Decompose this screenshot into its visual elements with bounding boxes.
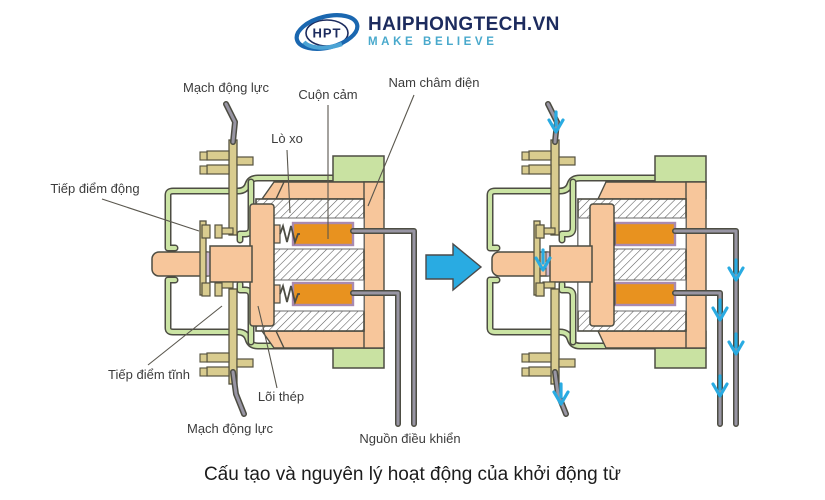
armature-plate: [589, 203, 615, 327]
armature-plate: [249, 203, 275, 327]
terminal-bar: [558, 156, 576, 166]
moving-contact-pad-top: [201, 224, 211, 239]
power-wire-top: [224, 102, 237, 144]
terminal-bolt-head: [521, 367, 530, 377]
hpt-logo-icon: HPT: [294, 13, 360, 51]
leader-lines: [101, 94, 415, 389]
control-wire-inner: [351, 291, 400, 426]
spring-bottom: [279, 282, 300, 306]
static-hook-bottom: [220, 281, 234, 289]
terminal-bolt-head: [521, 353, 530, 363]
magnet-green-block-bottom: [654, 347, 707, 369]
control-wire-outer: [351, 229, 416, 426]
label-cuon-cam: Cuộn cảm: [298, 87, 358, 102]
label-mach-dong-luc-bottom: Mạch động lực: [186, 421, 274, 436]
flow-arrow-icon: [727, 266, 745, 282]
static-contact-strip-top: [228, 139, 238, 236]
coil-top: [613, 221, 677, 247]
power-wire-bottom: [231, 370, 246, 416]
terminal-bolt: [528, 366, 552, 377]
flow-arrow-icon: [534, 256, 552, 272]
label-lo-xo: Lò xo: [271, 131, 303, 146]
spring-seat-top: [273, 224, 281, 244]
static-contact-strip-top: [550, 139, 560, 236]
flow-arrow-icon: [711, 306, 729, 322]
flow-arrow-icon: [711, 382, 729, 398]
static-hook-top: [220, 227, 234, 235]
magnet-frame-right-bar: [685, 181, 707, 349]
terminal-bolt: [528, 352, 552, 363]
logo-monogram: HPT: [313, 26, 342, 41]
magnet-green-block-top: [654, 155, 707, 183]
shaft-boss: [209, 245, 253, 283]
site-logo[interactable]: HPT HAIPHONGTECH.VN MAKE BELIEVE: [294, 6, 560, 58]
label-nguon-dieu-khien: Nguồn điều khiển: [359, 431, 461, 446]
terminal-bar: [236, 358, 254, 368]
casing-top-right-wall: [560, 180, 575, 242]
shaft-boss: [549, 245, 593, 283]
leader-tiep-diem-dong: [101, 198, 200, 232]
magnet-green-block-bottom: [332, 347, 385, 369]
spring-top: [279, 222, 300, 246]
static-contact-pad-bottom: [214, 282, 223, 297]
contactor-right-diagram: [486, 101, 745, 427]
moving-contact-pad-top: [535, 224, 545, 239]
brand-tagline: MAKE BELIEVE: [368, 36, 498, 48]
flow-arrow-icon: [727, 340, 745, 356]
terminal-bolt: [206, 164, 230, 175]
leader-lo-xo: [286, 149, 291, 214]
terminal-bolt-head: [199, 367, 208, 377]
spring-seat-bottom: [273, 284, 281, 304]
terminal-bar: [236, 156, 254, 166]
logo-orbit-highlight: [302, 40, 343, 50]
magnet-green-block-top: [332, 155, 385, 183]
label-mach-dong-luc-top: Mạch động lực: [182, 80, 270, 95]
leader-tiep-diem-tinh: [147, 305, 223, 366]
contactor-left-diagram: [151, 101, 417, 427]
terminal-bolt-head: [199, 353, 208, 363]
terminal-bolt: [206, 366, 230, 377]
leader-nam-cham-dien: [367, 94, 415, 207]
coil-top: [291, 221, 355, 247]
moving-contact-pad-bottom: [201, 282, 211, 297]
label-tiep-diem-tinh: Tiếp điểm tĩnh: [108, 367, 190, 382]
transition-arrow-icon: [425, 242, 483, 292]
label-loi-thep: Lõi thép: [257, 389, 305, 404]
label-tiep-diem-dong: Tiếp điểm động: [50, 181, 140, 196]
flow-arrow-icon: [547, 118, 565, 134]
flow-arrow-icon: [552, 390, 570, 406]
terminal-bolt: [528, 150, 552, 161]
terminal-bolt-head: [199, 151, 208, 161]
label-nam-cham-dien: Nam châm điện: [388, 75, 480, 90]
coil-bottom: [291, 281, 355, 307]
casing-bottom-right-wall: [560, 282, 575, 344]
figure-caption: Cấu tạo và nguyên lý hoạt động của khởi …: [203, 464, 622, 485]
brand-name: HAIPHONGTECH.VN: [368, 14, 560, 35]
coil-bottom: [613, 281, 677, 307]
static-contact-pad-top: [214, 224, 223, 239]
terminal-bolt-head: [521, 165, 530, 175]
leader-loi-thep: [257, 305, 278, 389]
terminal-bolt-head: [199, 165, 208, 175]
control-wire-outer: [673, 229, 738, 426]
terminal-bolt: [206, 150, 230, 161]
terminal-bolt: [528, 164, 552, 175]
static-hook-top: [542, 227, 556, 235]
static-hook-bottom: [542, 281, 556, 289]
terminal-bar: [558, 358, 576, 368]
moving-contact-pad-bottom: [535, 282, 545, 297]
terminal-bolt: [206, 352, 230, 363]
magnet-frame-right-bar: [363, 181, 385, 349]
power-wire-bottom: [553, 370, 568, 416]
terminal-bolt-head: [521, 151, 530, 161]
